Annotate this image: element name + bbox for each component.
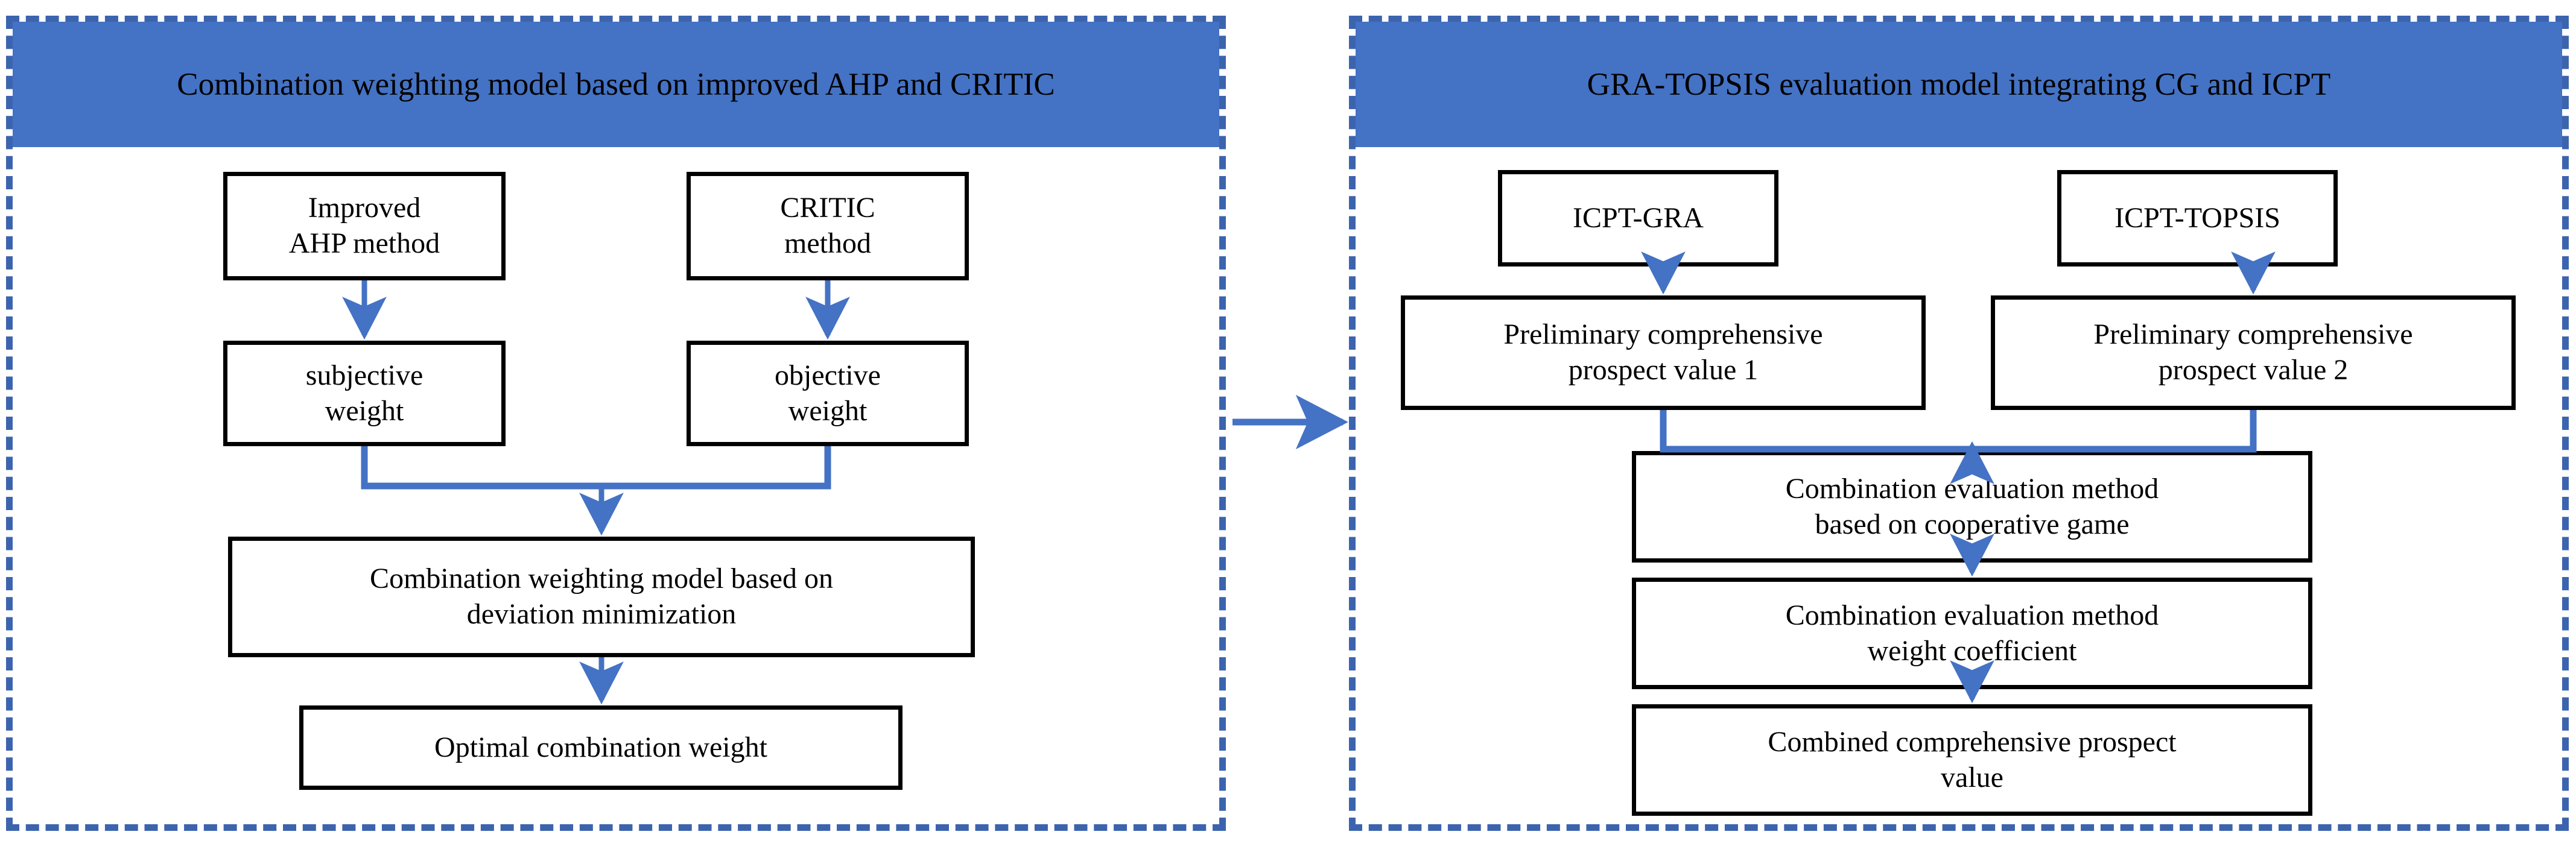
node-cooperative-game-method-label: Combination evaluation method based on c…	[1785, 472, 2159, 540]
right-panel-header: GRA-TOPSIS evaluation model integrating …	[1356, 22, 2562, 147]
left-panel-header: Combination weighting model based on imp…	[13, 22, 1219, 147]
node-objective-weight: objective weight	[687, 341, 969, 446]
node-preliminary-prospect-value-1-label: Preliminary comprehensive prospect value…	[1503, 318, 1823, 386]
node-improved-ahp-label: Improved AHP method	[288, 192, 440, 259]
node-icpt-topsis: ICPT-TOPSIS	[2057, 170, 2338, 267]
node-preliminary-prospect-value-2: Preliminary comprehensive prospect value…	[1991, 295, 2516, 410]
right-panel-dashed-border	[1349, 16, 2569, 831]
left-panel-dashed-border	[6, 16, 1226, 831]
node-optimal-combination-weight: Optimal combination weight	[299, 705, 903, 790]
node-cooperative-game-method: Combination evaluation method based on c…	[1632, 451, 2312, 563]
node-subjective-weight-label: subjective weight	[305, 359, 424, 427]
node-subjective-weight: subjective weight	[223, 341, 506, 446]
node-deviation-minimization-model: Combination weighting model based on dev…	[228, 537, 975, 657]
left-panel-header-label: Combination weighting model based on imp…	[177, 67, 1055, 102]
node-combined-prospect-value: Combined comprehensive prospect value	[1632, 704, 2312, 816]
node-icpt-gra: ICPT-GRA	[1498, 170, 1778, 267]
node-critic-method-label: CRITIC method	[780, 192, 875, 259]
node-combined-prospect-value-label: Combined comprehensive prospect value	[1768, 725, 2177, 793]
node-preliminary-prospect-value-2-label: Preliminary comprehensive prospect value…	[2093, 318, 2413, 386]
node-icpt-topsis-label: ICPT-TOPSIS	[2114, 201, 2280, 234]
node-improved-ahp: Improved AHP method	[223, 172, 506, 280]
node-objective-weight-label: objective weight	[775, 359, 881, 427]
node-optimal-combination-weight-label: Optimal combination weight	[434, 731, 767, 763]
node-weight-coefficient: Combination evaluation method weight coe…	[1632, 578, 2312, 689]
node-critic-method: CRITIC method	[687, 172, 969, 280]
node-preliminary-prospect-value-1: Preliminary comprehensive prospect value…	[1401, 295, 1926, 410]
right-panel-header-label: GRA-TOPSIS evaluation model integrating …	[1587, 67, 2331, 102]
node-weight-coefficient-label: Combination evaluation method weight coe…	[1785, 599, 2159, 667]
node-icpt-gra-label: ICPT-GRA	[1573, 201, 1704, 234]
node-deviation-minimization-model-label: Combination weighting model based on dev…	[370, 563, 833, 630]
